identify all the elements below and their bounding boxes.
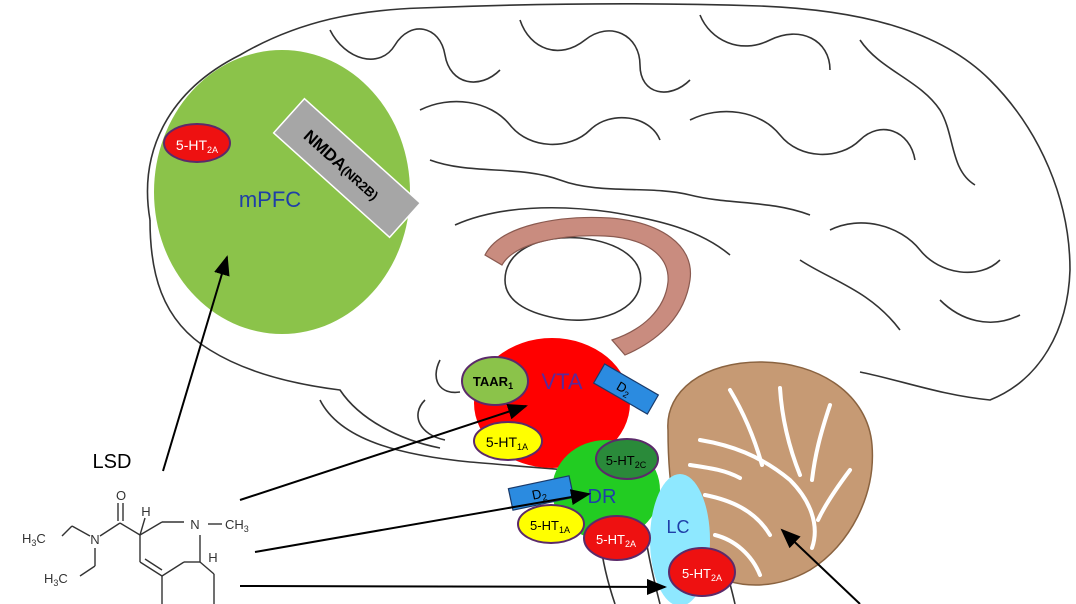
receptor-lc-5ht2a: 5-HT2A xyxy=(668,547,736,597)
frontal-base-contour xyxy=(149,219,441,449)
receptor-dr-d2: D2 xyxy=(507,475,575,511)
gyrus-line xyxy=(939,299,1021,323)
svg-text:5-HT1A: 5-HT1A xyxy=(486,434,528,452)
gyrus-line xyxy=(799,259,901,331)
receptor-vta-5ht1a: 5-HT1A xyxy=(473,421,543,461)
svg-text:5-HT2A: 5-HT2A xyxy=(176,137,218,155)
lsd-label: LSD xyxy=(93,451,132,473)
subcortical-curl xyxy=(417,359,461,441)
svg-text:O: O xyxy=(116,488,126,503)
gyrus-line xyxy=(429,159,811,216)
svg-text:CH3: CH3 xyxy=(225,517,249,534)
gyrus-line xyxy=(699,14,831,71)
receptor-dr-5ht2a: 5-HT2A xyxy=(583,515,651,561)
dr-label: DR xyxy=(588,486,617,508)
receptor-mpfc-5ht2a: 5-HT2A xyxy=(163,123,231,163)
gyrus-line xyxy=(859,39,976,186)
svg-text:TAAR1: TAAR1 xyxy=(473,374,513,391)
svg-text:5-HT2A: 5-HT2A xyxy=(596,532,636,549)
gyrus-line xyxy=(419,100,661,146)
lsd-molecule-atoms: O N N CH3 H H H3C H3C xyxy=(22,488,249,588)
receptor-dr-5ht2c: 5-HT2C xyxy=(595,438,659,480)
gyrus-line xyxy=(454,206,731,256)
svg-text:N: N xyxy=(190,517,199,532)
arrow-lsd-to-lc xyxy=(239,578,667,595)
gyrus-line xyxy=(829,222,1001,274)
arrows xyxy=(162,255,861,604)
arrow-to-cerebellum xyxy=(780,528,861,604)
gyrus-line xyxy=(329,28,501,83)
svg-text:N: N xyxy=(90,532,99,547)
svg-text:H: H xyxy=(208,550,217,565)
svg-text:5-HT2A: 5-HT2A xyxy=(682,566,722,583)
svg-text:5-HT1A: 5-HT1A xyxy=(530,518,570,535)
mpfc-label: mPFC xyxy=(239,187,301,212)
receptor-nmda-nr2b: NMDA(NR2B) xyxy=(272,97,422,239)
svg-text:D2: D2 xyxy=(531,485,549,505)
receptor-vta-d2: D2 xyxy=(592,363,660,415)
thalamus-outline xyxy=(504,236,642,321)
gyrus-line xyxy=(689,110,916,161)
arrow-lsd-to-mpfc xyxy=(162,255,230,472)
arrow-lsd-to-vta xyxy=(239,404,528,501)
cerebrum-outer-contour xyxy=(146,3,1071,401)
svg-text:H3C: H3C xyxy=(44,571,68,588)
svg-text:5-HT2C: 5-HT2C xyxy=(606,453,647,470)
receptor-dr-5ht1a: 5-HT1A xyxy=(517,504,585,544)
svg-text:D2: D2 xyxy=(613,378,634,400)
receptor-taar1: TAAR1 xyxy=(461,356,529,406)
svg-text:H: H xyxy=(141,504,150,519)
vta-label: VTA xyxy=(541,369,582,394)
svg-text:H3C: H3C xyxy=(22,531,46,548)
corpus-callosum xyxy=(484,216,692,356)
arrow-lsd-to-dr xyxy=(254,489,591,553)
lsd-molecule-structure xyxy=(61,503,222,604)
cerebellum xyxy=(667,361,874,586)
gyrus-line xyxy=(519,19,691,93)
lc-label: LC xyxy=(666,517,689,537)
